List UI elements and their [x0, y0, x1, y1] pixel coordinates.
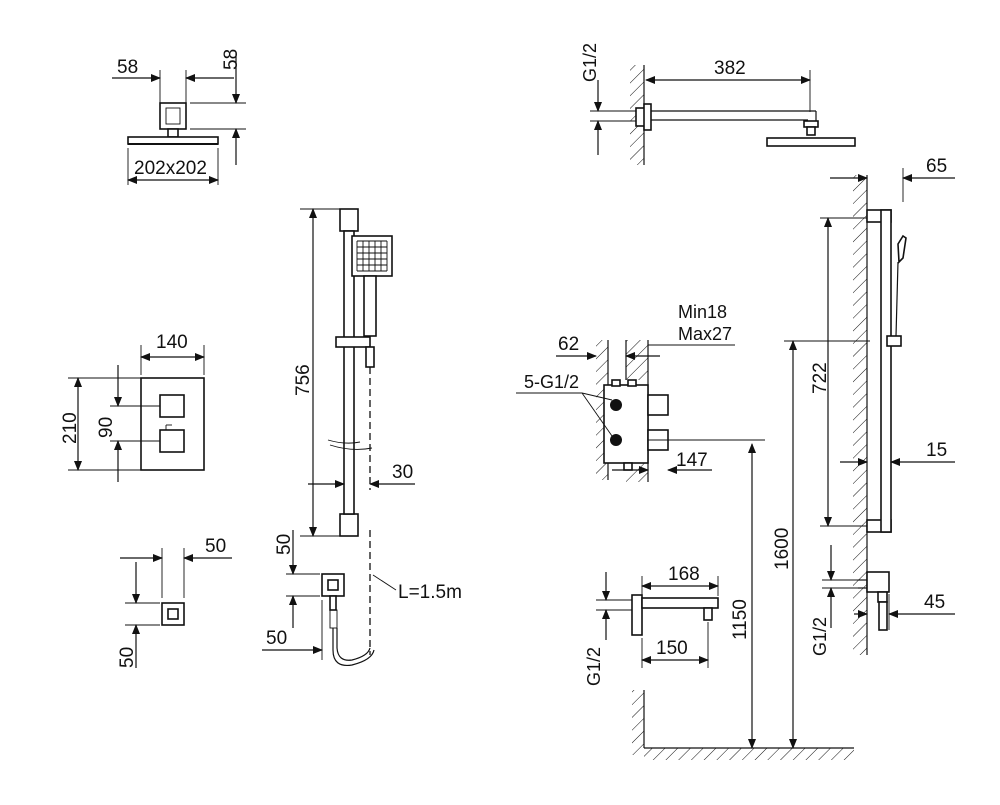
- bath-spout: [641, 597, 719, 609]
- valve-width-label: 140: [156, 332, 188, 353]
- elbow-thread-label: G1/2: [810, 617, 830, 656]
- outlet-hose-view: 50 50 L=1.5m: [262, 530, 462, 667]
- valve-handle-bottom: [159, 429, 185, 453]
- wall-max-label: Max27: [678, 324, 732, 344]
- shower-hose: [332, 628, 375, 667]
- arm-length-label: 382: [714, 58, 746, 79]
- outlet-width-label: 50: [266, 628, 287, 649]
- ports-label: 5-G1/2: [524, 372, 579, 392]
- spout-projection-label: 150: [656, 638, 688, 659]
- slide-rail: [343, 230, 355, 515]
- slide-rail-view: 756 30: [293, 208, 415, 655]
- valve-body: [603, 384, 649, 464]
- elbow-width-label: 50: [205, 536, 226, 557]
- rail-height-label: 756: [293, 364, 314, 396]
- shower-arm-connector: [159, 102, 187, 130]
- spout-height-label: 1150: [730, 599, 751, 640]
- rail-depth-label: 65: [926, 156, 947, 177]
- shower-arm-view: 382 G1/2: [580, 43, 856, 165]
- slide-holder: [335, 336, 371, 348]
- rail-side: [880, 209, 892, 533]
- head-shower-side: [766, 137, 856, 147]
- hose-length-label: L=1.5m: [398, 582, 462, 603]
- spout-length-label: 168: [668, 564, 700, 585]
- head-width-label: 58: [117, 57, 138, 78]
- elbow-projection-label: 45: [924, 592, 945, 613]
- elbow-height-label: 50: [117, 647, 138, 668]
- rail-offset-label: 30: [392, 462, 413, 483]
- head-size-label: 202x202: [134, 158, 207, 179]
- port-top: [610, 399, 622, 411]
- box-depth-label: 62: [558, 334, 579, 355]
- box-projection-label: 147: [676, 450, 708, 471]
- wall-elbow-side: [866, 571, 890, 593]
- spout-thread-label: G1/2: [584, 647, 604, 686]
- rail-side-view: 65 722 15 45 G1/2: [810, 156, 955, 656]
- valve-cover-plate: [140, 377, 205, 471]
- arm-thread-label: G1/2: [580, 43, 600, 82]
- port-bottom: [610, 434, 622, 446]
- head-height-label: 58: [221, 49, 242, 70]
- head-shower-height-label: 1600: [772, 528, 793, 570]
- valve-height-label: 210: [60, 412, 81, 444]
- head-shower-view: 58 58 202x202: [112, 49, 246, 185]
- wall-min-label: Min18: [678, 302, 727, 322]
- hand-shower-side: [897, 234, 907, 264]
- concealed-box-view: 62 Min18 Max27 5-G1/2 147: [516, 302, 765, 482]
- hand-shower-handle: [363, 275, 377, 337]
- valve-front-view: 140 210 90: [60, 332, 205, 482]
- head-shower-plate: [127, 136, 219, 145]
- rail-length-label: 722: [810, 362, 831, 394]
- hand-shower-head: [351, 235, 393, 277]
- outlet-height-label: 50: [274, 534, 295, 555]
- handle-side-top: [647, 394, 669, 416]
- spout-view: 168 150 G1/2 1150 1600: [584, 340, 870, 760]
- rail-gap-label: 15: [926, 440, 947, 461]
- valve-handle-top: [159, 394, 185, 418]
- valve-spacing-label: 90: [96, 417, 117, 438]
- wall-elbow-front-view: 50 50: [117, 536, 232, 668]
